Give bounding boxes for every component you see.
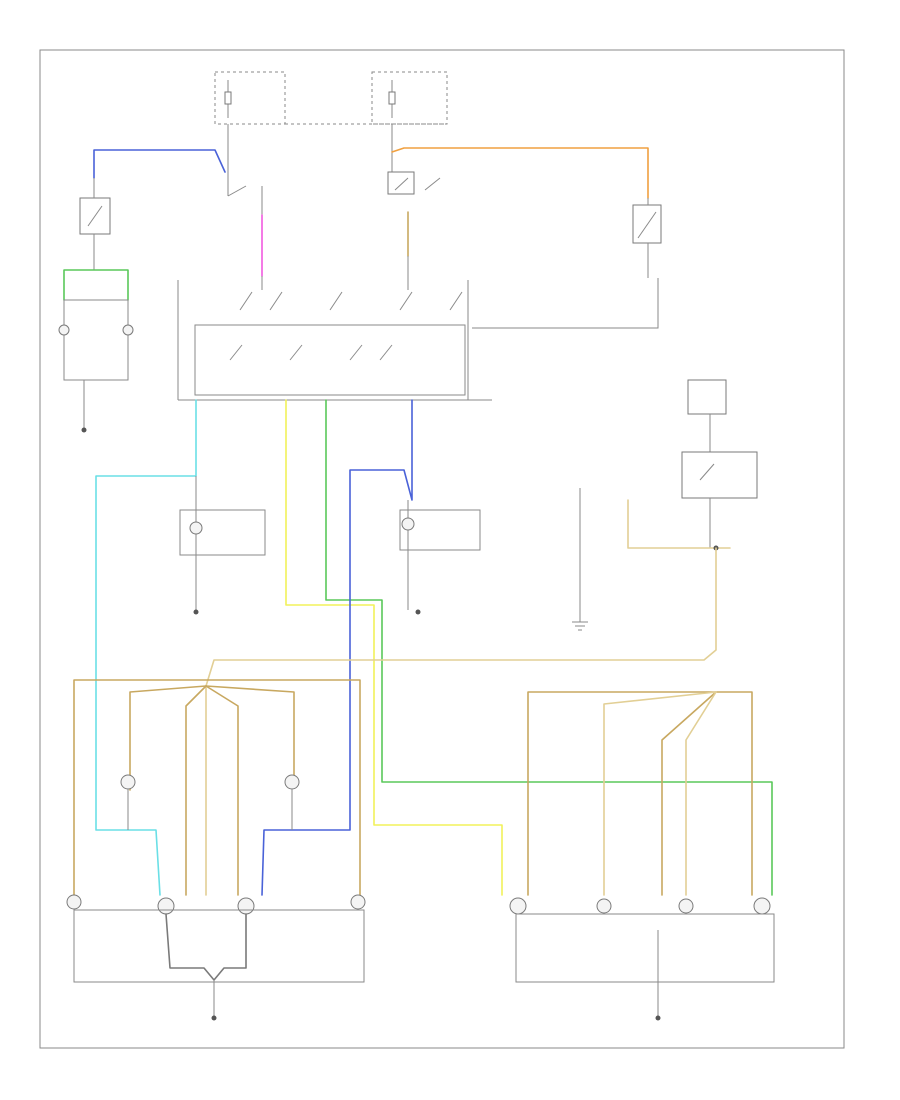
bulb-icon <box>678 898 694 914</box>
bulb-icon <box>350 894 366 910</box>
bulb-icon <box>596 898 612 914</box>
bulb-icon <box>122 324 134 336</box>
tan-branch-left-3 <box>205 685 239 896</box>
left-front-turn-lamp <box>179 476 266 615</box>
backup-lamp-switch <box>681 379 758 548</box>
light-tan-branch-right-2 <box>603 691 717 896</box>
yellow-wire <box>285 399 503 896</box>
tan-branch-left-4 <box>205 685 295 776</box>
rear-lamp-ground-bus-right <box>515 913 775 983</box>
ground-icon <box>655 1015 661 1021</box>
rear-lamp-ground-bus-left <box>73 909 365 983</box>
stop-return-line <box>472 278 659 329</box>
hazard-flasher <box>79 197 111 235</box>
bulb-icon <box>120 774 136 790</box>
tan-branch-right-1 <box>661 691 717 896</box>
switch-icon <box>632 204 662 244</box>
fuse-panel-top-left <box>214 71 286 125</box>
turn-flasher <box>227 172 263 215</box>
bulb-icon <box>58 324 70 336</box>
switch-icon <box>387 171 415 195</box>
switch-icon <box>194 324 466 396</box>
bulb-icon <box>284 774 300 790</box>
diagram-frame <box>39 49 845 1049</box>
bulb-icon <box>509 897 527 915</box>
blue-feed-wire <box>93 149 226 179</box>
bulb-icon <box>753 897 771 915</box>
light-tan-branch-right-3 <box>685 691 717 896</box>
indicator-box <box>63 299 129 381</box>
light-tan-wire-trailer <box>627 499 731 549</box>
right-rear-lamp <box>509 897 771 915</box>
left-rear-lamp <box>66 894 366 915</box>
ground-icon <box>572 488 588 631</box>
tan-rear-feed-right <box>527 691 753 896</box>
fuse-panel-icon <box>687 379 727 415</box>
green-wire <box>325 399 773 896</box>
bulb-icon <box>237 897 255 915</box>
fuse-panel-top-right <box>371 71 448 125</box>
black-ground-wire-left <box>165 913 247 981</box>
stop-lamp-switch <box>387 124 441 195</box>
right-front-turn-lamp <box>399 500 481 615</box>
tan-branch-left-2 <box>185 685 207 896</box>
brake-switch-right <box>632 204 662 244</box>
tan-branch-left-1 <box>129 685 207 791</box>
bulb-icon <box>66 894 82 910</box>
ground-icon <box>81 427 87 433</box>
fuse-panel-icon <box>371 71 448 125</box>
bulb-icon <box>401 517 415 531</box>
green-indicator-loop <box>63 269 129 301</box>
ground-icon <box>211 1015 217 1021</box>
bulb-icon <box>189 521 203 535</box>
fuse-panel-icon <box>214 71 286 125</box>
tan-rear-feed-left <box>73 679 361 896</box>
turn-signal-switch <box>177 280 492 401</box>
orange-feed-wire <box>391 147 649 199</box>
light-tan-wire <box>205 547 717 896</box>
cyan-wire <box>95 399 197 896</box>
blue-wire <box>261 399 413 896</box>
switch-icon <box>681 451 758 499</box>
bulb-icon <box>157 897 175 915</box>
